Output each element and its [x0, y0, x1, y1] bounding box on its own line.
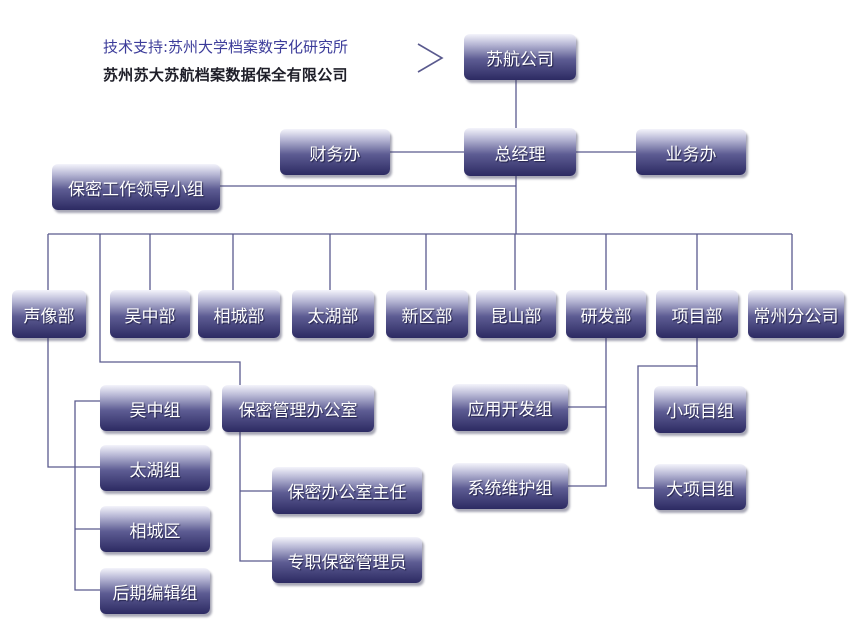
node-big-project-group: 大项目组	[654, 464, 746, 510]
node-root-company: 苏航公司	[464, 34, 576, 80]
node-general-manager: 总经理	[464, 128, 576, 176]
node-dept-shengxiang: 声像部	[12, 290, 86, 338]
node-dept-rnd: 研发部	[566, 290, 646, 338]
node-dept-kunshan: 昆山部	[476, 290, 556, 338]
node-secrecy-office-director: 保密办公室主任	[272, 467, 422, 514]
node-app-dev-group: 应用开发组	[452, 384, 568, 431]
node-sys-maint-group: 系统维护组	[452, 463, 568, 509]
tech-support-credit: 技术支持:苏州大学档案数字化研究所	[103, 38, 349, 56]
node-xiangcheng-district: 相城区	[100, 506, 210, 552]
node-dept-taihu: 太湖部	[292, 290, 374, 338]
node-wuzhong-group: 吴中组	[100, 385, 210, 431]
node-taihu-group: 太湖组	[100, 445, 210, 491]
node-secrecy-officer: 专职保密管理员	[272, 537, 422, 583]
node-business-office: 业务办	[636, 129, 746, 175]
arrow-icon	[417, 43, 444, 73]
node-dept-changzhou: 常州分公司	[748, 290, 844, 338]
node-finance-office: 财务办	[280, 129, 390, 175]
node-small-project-group: 小项目组	[654, 386, 746, 433]
company-name-credit: 苏州苏大苏航档案数据保全有限公司	[103, 66, 348, 84]
node-secrecy-leadership-group: 保密工作领导小组	[52, 164, 220, 210]
node-post-production-group: 后期编辑组	[100, 568, 210, 614]
node-dept-xinqu: 新区部	[386, 290, 468, 338]
node-dept-xiangcheng: 相城部	[198, 290, 280, 338]
node-secrecy-management-office: 保密管理办公室	[222, 385, 374, 432]
node-dept-wuzhong: 吴中部	[110, 290, 190, 338]
node-dept-project: 项目部	[656, 290, 738, 338]
